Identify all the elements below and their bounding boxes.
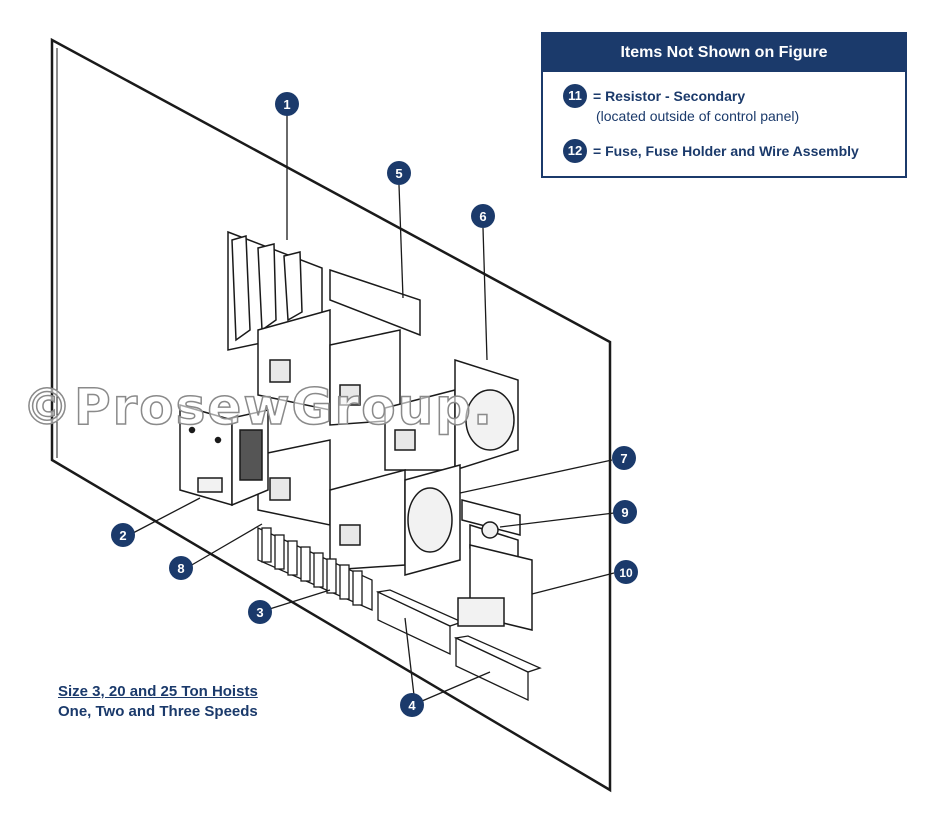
callout-4-label: 4 [408, 698, 416, 713]
callouts: 1 5 6 7 9 10 2 8 3 4 [111, 92, 638, 717]
legend-title: Items Not Shown on Figure [543, 34, 905, 72]
callout-3-label: 3 [256, 605, 263, 620]
callout-1: 1 [275, 92, 299, 116]
callout-4: 4 [400, 693, 424, 717]
callout-2: 2 [111, 523, 135, 547]
legend-item-11-number: 11 [563, 84, 587, 108]
callout-10: 10 [614, 560, 638, 584]
callout-5: 5 [387, 161, 411, 185]
legend-item-11-label: = Resistor - Secondary [593, 88, 746, 104]
callout-8-label: 8 [177, 561, 184, 576]
terminal-block-upper [375, 589, 464, 656]
callout-7: 7 [612, 446, 636, 470]
figure-caption: Size 3, 20 and 25 Ton Hoists One, Two an… [58, 682, 258, 722]
legend-box: Items Not Shown on Figure 11 = Resistor -… [541, 32, 907, 178]
transformer [179, 404, 269, 507]
caption-line-1: Size 3, 20 and 25 Ton Hoists [58, 683, 258, 700]
callout-1-label: 1 [283, 97, 290, 112]
leader-lines [132, 115, 615, 705]
terminal-strip [257, 526, 373, 611]
callout-2-label: 2 [119, 528, 126, 543]
watermark: ©ProsewGroup. [21, 377, 494, 437]
relay-assembly [457, 499, 533, 631]
callout-7-label: 7 [620, 451, 627, 466]
callout-3: 3 [248, 600, 272, 624]
legend-item-12: 12 = Fuse, Fuse Holder and Wire Assembly [563, 139, 859, 163]
callout-9-label: 9 [621, 505, 628, 520]
contactor-block-top [257, 268, 519, 472]
legend-item-12-label: = Fuse, Fuse Holder and Wire Assembly [593, 143, 859, 159]
callout-6: 6 [471, 204, 495, 228]
callout-10-label: 10 [619, 566, 633, 580]
contactor-block-bottom [257, 439, 461, 576]
legend-item-12-number: 12 [563, 139, 587, 163]
callout-6-label: 6 [479, 209, 486, 224]
callout-5-label: 5 [395, 166, 402, 181]
callout-8: 8 [169, 556, 193, 580]
legend-item-11-note: (located outside of control panel) [596, 108, 800, 124]
legend-item-11: 11 = Resistor - Secondary (located outsid… [563, 84, 799, 124]
callout-9: 9 [613, 500, 637, 524]
caption-line-2: One, Two and Three Speeds [58, 703, 258, 720]
terminal-block-lower [453, 635, 542, 702]
